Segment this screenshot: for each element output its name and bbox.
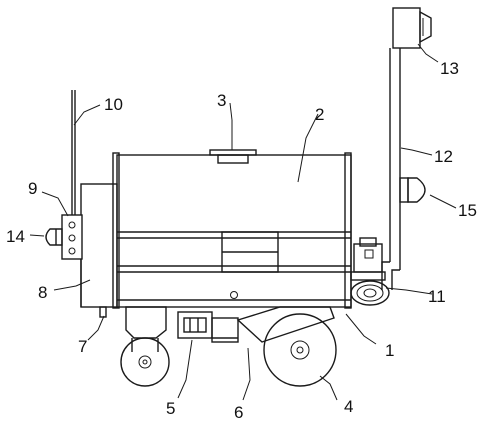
label-3: 3 [217, 91, 226, 110]
label-11: 11 [428, 287, 446, 306]
bottom-motor [177, 311, 239, 343]
control-box [61, 214, 83, 260]
label-4: 4 [344, 397, 353, 416]
label-14: 14 [6, 227, 25, 246]
label-2: 2 [315, 105, 324, 124]
label-13: 13 [440, 59, 459, 78]
label-1: 1 [385, 341, 394, 360]
label-8: 8 [38, 283, 47, 302]
top-inlet [209, 149, 257, 164]
large-wheel [263, 313, 337, 387]
label-12: 12 [434, 147, 453, 166]
leader-lines [29, 43, 457, 401]
label-15: 15 [458, 201, 477, 220]
pulley [350, 280, 390, 306]
label-7: 7 [78, 337, 87, 356]
left-lamp [45, 228, 63, 246]
label-5: 5 [166, 399, 175, 418]
right-motor [350, 237, 386, 281]
label-9: 9 [28, 179, 37, 198]
left-caster [99, 306, 170, 387]
front-panel [80, 183, 118, 308]
part-labels: 1 2 3 4 5 6 7 8 9 10 11 12 13 14 15 [6, 59, 477, 422]
top-lamp [392, 7, 432, 49]
left-rod [71, 90, 76, 215]
label-10: 10 [104, 95, 123, 114]
drive-arm [236, 306, 335, 343]
tall-pole [381, 48, 401, 290]
tank-body [112, 152, 352, 309]
label-6: 6 [234, 403, 243, 422]
side-lamp [399, 177, 426, 203]
